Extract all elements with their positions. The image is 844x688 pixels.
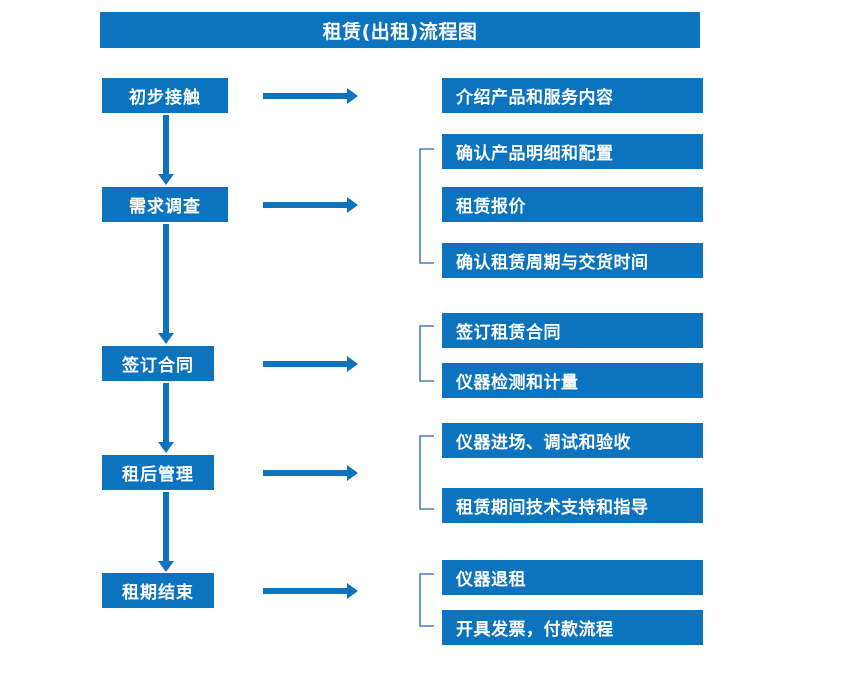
- detail-box: 仪器退租: [442, 560, 703, 595]
- stage-box: 租后管理: [102, 455, 214, 490]
- detail-box: 租赁报价: [442, 187, 703, 222]
- arrow-right-2: [263, 194, 358, 216]
- stage-box: 初步接触: [102, 78, 228, 113]
- detail-box: 签订租赁合同: [442, 313, 703, 348]
- detail-box: 介绍产品和服务内容: [442, 78, 703, 113]
- arrow-right-3: [263, 353, 358, 375]
- arrow-down-3: [153, 383, 179, 453]
- detail-box: 租赁期间技术支持和指导: [442, 488, 703, 523]
- bracket-contract: [418, 325, 436, 382]
- detail-box: 开具发票，付款流程: [442, 610, 703, 645]
- bracket-requirements: [418, 148, 436, 264]
- arrow-down-1: [153, 115, 179, 185]
- detail-box: 确认产品明细和配置: [442, 134, 703, 169]
- page-title: 租赁(出租)流程图: [100, 12, 700, 48]
- bracket-management: [418, 435, 436, 510]
- bracket-closing: [418, 573, 436, 627]
- arrow-down-4: [153, 492, 179, 572]
- stage-box: 需求调查: [102, 187, 228, 222]
- detail-box: 仪器进场、调试和验收: [442, 423, 703, 458]
- arrow-down-2: [153, 224, 179, 344]
- arrow-right-4: [263, 462, 358, 484]
- arrow-right-5: [263, 580, 358, 602]
- detail-box: 确认租赁周期与交货时间: [442, 243, 703, 278]
- arrow-right-1: [263, 85, 358, 107]
- stage-box: 租期结束: [102, 573, 214, 608]
- stage-box: 签订合同: [102, 346, 214, 381]
- detail-box: 仪器检测和计量: [442, 363, 703, 398]
